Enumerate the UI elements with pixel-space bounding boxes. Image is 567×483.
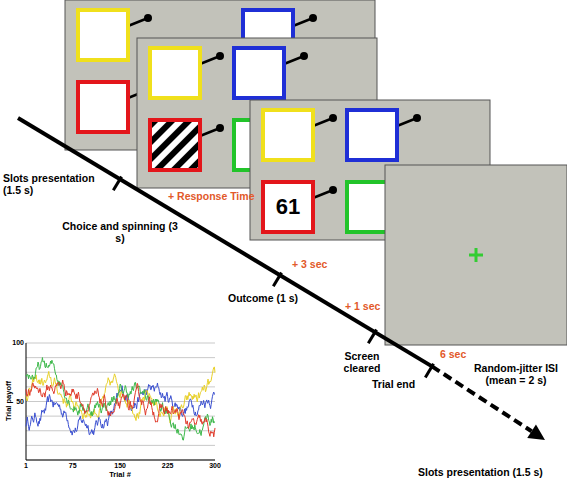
lever-knob <box>309 14 317 22</box>
slot-machine <box>347 110 397 160</box>
timeline <box>18 118 545 440</box>
screen-frame <box>385 165 567 345</box>
grid-line <box>26 430 215 431</box>
phase-label: Outcome (1 s) <box>228 292 298 304</box>
axis-title: Trial payoff <box>5 381 14 421</box>
axis-tick-label: 75 <box>69 462 77 470</box>
payoff-trace <box>26 367 215 423</box>
lever-knob <box>216 52 224 60</box>
axis-tick-label: 300 <box>209 462 221 470</box>
axis-tick-label: 225 <box>162 462 174 470</box>
lever-knob <box>413 114 421 122</box>
grid-line <box>26 372 215 373</box>
lever-knob <box>216 124 224 132</box>
duration-note: 6 sec <box>440 348 466 360</box>
timeline-tick <box>273 273 281 287</box>
phase-label: Screen cleared <box>336 350 388 374</box>
phase-label: Trial end <box>372 378 415 390</box>
chart-axis <box>26 343 215 460</box>
fixation-screen <box>385 165 567 345</box>
axis-tick-label: 150 <box>114 462 126 470</box>
payoff-number: 61 <box>276 196 300 218</box>
phase-label: Random-jitter ISI (mean = 2 s) <box>466 362 566 386</box>
axis-tick-label: 100 <box>12 339 24 347</box>
phase-label: Slots presentation (1.5 s) <box>418 466 543 478</box>
lever-knob <box>329 186 337 194</box>
lever-knob <box>329 114 337 122</box>
axis-title: Trial # <box>109 471 131 480</box>
lever-knob <box>144 14 152 22</box>
grid-line <box>26 343 215 344</box>
phase-label: Choice and spinning (3 s) <box>58 220 182 244</box>
slot-machine <box>150 120 200 170</box>
slot-machine <box>150 48 200 98</box>
arrow-head <box>527 425 545 440</box>
timeline-tick <box>368 330 376 344</box>
phase-label: Slots presentation (1.5 s) <box>3 172 103 196</box>
payoff-chart <box>0 335 220 480</box>
slot-machine <box>78 10 128 60</box>
timeline-tick <box>425 364 433 378</box>
duration-note: + Response Time <box>168 190 254 202</box>
timeline-tick <box>113 177 121 191</box>
lever-knob <box>300 52 308 60</box>
grid-line <box>26 357 215 358</box>
axis-tick-label: 50 <box>16 397 24 405</box>
payoff-trace <box>26 358 215 441</box>
slot-machine <box>263 110 313 160</box>
duration-note: + 1 sec <box>345 300 380 312</box>
slot-machine <box>78 82 128 132</box>
outcome-slot: 61 <box>261 180 315 234</box>
axis-tick-label: 1 <box>24 462 28 470</box>
slot-machine <box>234 48 284 98</box>
fixation-cross <box>475 248 478 262</box>
duration-note: + 3 sec <box>292 258 327 270</box>
grid-line <box>26 416 215 417</box>
grid-line <box>26 445 215 446</box>
grid-line <box>26 386 215 387</box>
payoff-trace <box>26 380 215 437</box>
timeline-axis <box>18 118 432 366</box>
chart-background <box>0 335 220 480</box>
